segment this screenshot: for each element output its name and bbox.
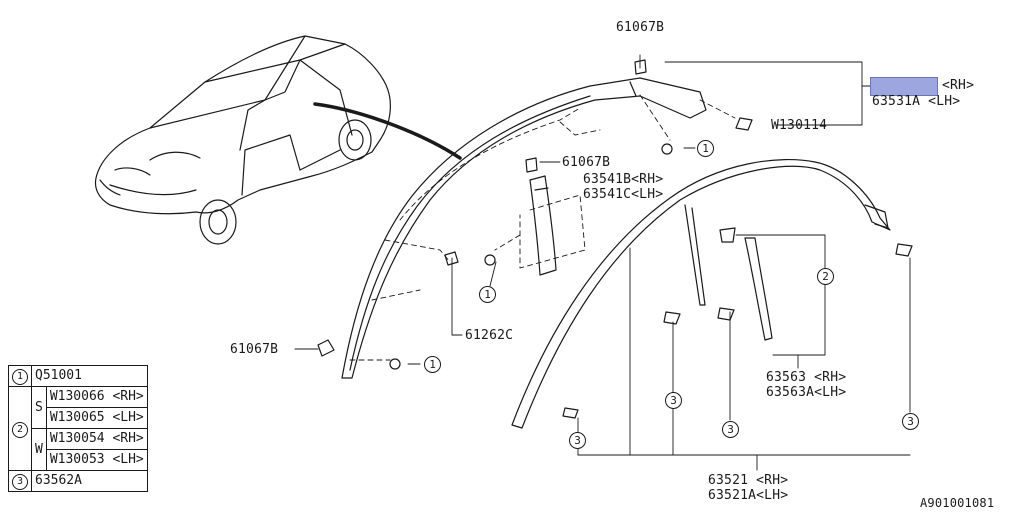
callout-3: 3 [722, 421, 739, 438]
dashed-leaders [349, 94, 736, 361]
callout-3: 3 [12, 474, 28, 490]
label-w130114: W130114 [771, 118, 828, 133]
fasteners [317, 59, 913, 419]
pointer-line [313, 102, 462, 160]
legend-row: W130053 <LH> [9, 449, 148, 471]
legend-part: W130054 <RH> [45, 428, 148, 450]
label-61262c: 61262C [465, 328, 514, 343]
label-63541c: 63541C<LH> [583, 187, 664, 202]
part-63531-highlight [870, 77, 938, 96]
legend-part: Q51001 [31, 365, 148, 387]
parts-legend-table: 1 Q51001 2 S W130066 <RH> W130065 <LH> W… [8, 365, 148, 492]
callout-1: 1 [12, 369, 28, 385]
center-pillar-63563 [719, 227, 773, 341]
legend-part: 63562A [31, 470, 148, 492]
legend-row: 3 63562A [8, 470, 148, 492]
callout-3: 3 [902, 413, 919, 430]
pillar-trim-63541 [529, 175, 557, 276]
label-61067b-mid: 61067B [562, 155, 611, 170]
callout-3: 3 [665, 392, 682, 409]
label-63521a: 63521A<LH> [708, 488, 789, 503]
label-63563a: 63563A<LH> [766, 385, 847, 400]
legend-part: W130065 <LH> [45, 407, 148, 429]
callout-2: 2 [12, 421, 28, 438]
callout-3: 3 [569, 432, 586, 449]
door-frame-molding [511, 158, 891, 429]
legend-callout-cell: 3 [8, 470, 32, 492]
label-63531a-lh: 63531A <LH> [872, 94, 961, 109]
legend-part: W130053 <LH> [45, 449, 148, 471]
legend-group-s: S [31, 386, 47, 429]
legend-row: 1 Q51001 [8, 365, 148, 387]
label-61067b-left: 61067B [230, 342, 279, 357]
car-illustration [94, 35, 391, 245]
label-63541b: 63541B<RH> [583, 172, 664, 187]
legend-group-w: W [31, 428, 47, 471]
legend-part: W130066 <RH> [45, 386, 148, 408]
callout-1: 1 [479, 286, 496, 303]
callout-2: 2 [817, 268, 834, 285]
legend-row: 2 S W130066 <RH> [8, 386, 148, 471]
callout-1: 1 [424, 356, 441, 373]
label-63563: 63563 <RH> [766, 370, 847, 385]
legend-callout-cell: 1 [8, 365, 32, 387]
label-61067b-top: 61067B [616, 20, 665, 35]
callout-1: 1 [697, 140, 714, 157]
legend-callout-cell: 2 [8, 386, 32, 471]
label-63521: 63521 <RH> [708, 473, 789, 488]
label-63531-rh: <RH> [942, 78, 975, 93]
figure-id: A901001081 [920, 496, 995, 510]
roof-molding [341, 77, 707, 379]
